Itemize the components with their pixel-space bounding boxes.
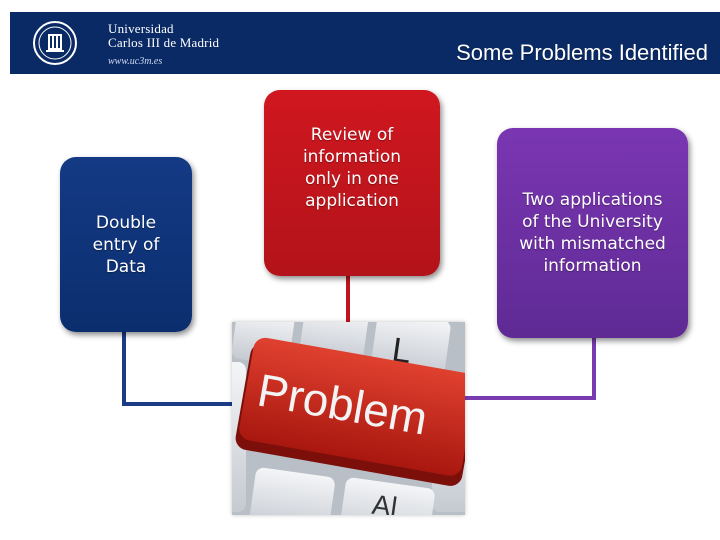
university-name: Universidad Carlos III de Madrid — [108, 22, 219, 50]
university-name-line2: Carlos III de Madrid — [108, 35, 220, 50]
problem-box-two-applications: Two applications of the University with … — [497, 128, 688, 338]
connector-center-vertical — [346, 274, 350, 324]
connector-right-horizontal — [464, 396, 596, 400]
problem-box-double-entry-text: Double entry of Data — [92, 212, 160, 277]
connector-right-vertical — [592, 336, 596, 400]
university-website: www.uc3m.es — [108, 56, 163, 67]
connector-left-vertical — [122, 330, 126, 406]
problem-box-double-entry: Double entry of Data — [60, 157, 192, 332]
header: Universidad Carlos III de Madrid www.uc3… — [10, 8, 720, 74]
university-name-line1: Universidad — [108, 21, 174, 36]
problem-box-two-applications-text: Two applications of the University with … — [519, 190, 666, 276]
problem-key-image: L Problem Al — [232, 322, 465, 515]
problem-box-review-one-app-text: Review of information only in one applic… — [302, 125, 402, 211]
problem-box-review-one-app: Review of information only in one applic… — [264, 90, 440, 276]
keyboard-illustration: L Problem Al — [232, 322, 465, 515]
slide-title: Some Problems Identified — [452, 40, 712, 66]
connector-left-horizontal — [122, 402, 234, 406]
university-seal-icon — [33, 21, 77, 65]
key-partial-letters: Al — [370, 489, 399, 515]
